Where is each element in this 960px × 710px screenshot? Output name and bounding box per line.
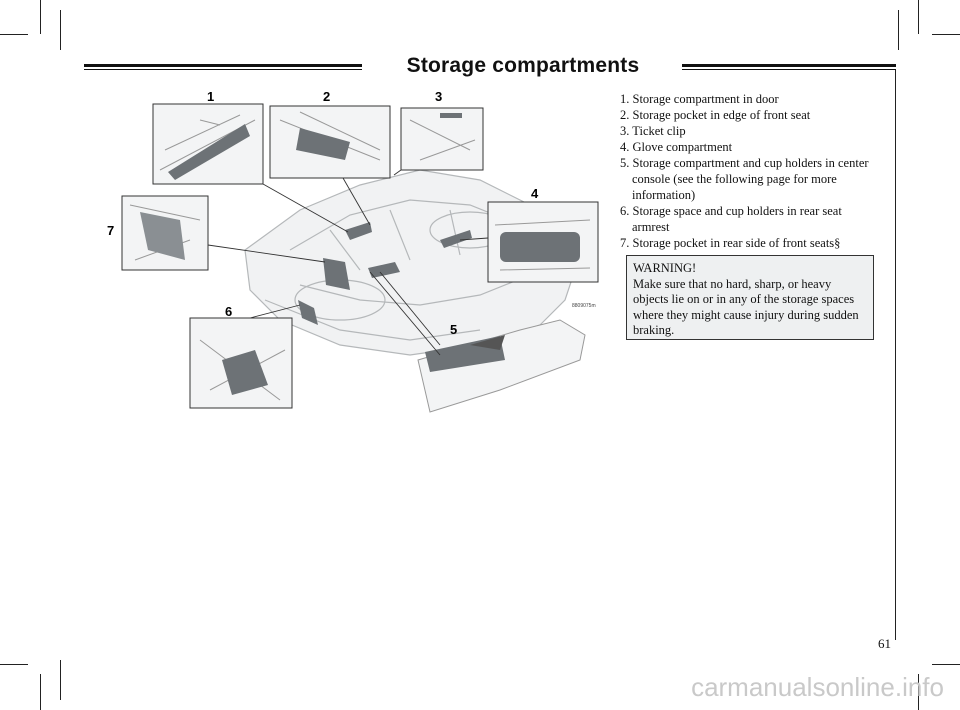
list-item: 4. Glove compartment [620, 140, 733, 154]
list-item: 5. Storage compartment and cup holders i… [620, 156, 869, 202]
list-item: 1. Storage compartment in door [620, 92, 779, 106]
watermark: carmanualsonline.info [691, 672, 944, 702]
figure-code: 8809075m [572, 303, 596, 309]
crop-mark [0, 34, 28, 35]
callout-2: 2 [323, 89, 330, 104]
list-item: 2. Storage pocket in edge of front seat [620, 108, 811, 122]
page-side-rule [895, 70, 896, 640]
list-item: 3. Ticket clip [620, 124, 686, 138]
callout-4: 4 [531, 186, 539, 201]
callout-5: 5 [450, 322, 457, 337]
crop-mark [0, 664, 28, 665]
crop-mark [40, 0, 41, 34]
warning-box: WARNING! Make sure that no hard, sharp, … [626, 255, 874, 340]
compartment-list: 1. Storage compartment in door 2. Storag… [620, 91, 882, 251]
page-number: 61 [878, 636, 891, 651]
header-rule-right [682, 64, 896, 70]
callout-1: 1 [207, 89, 214, 104]
crop-mark [918, 0, 919, 34]
list-item: 6. Storage space and cup holders in rear… [620, 204, 842, 234]
callout-3: 3 [435, 89, 442, 104]
page-title: Storage compartments [406, 54, 640, 77]
crop-mark [918, 674, 919, 710]
warning-text: Make sure that no hard, sharp, or heavy … [633, 276, 859, 338]
crop-mark [60, 660, 61, 700]
crop-mark [898, 10, 899, 50]
callout-6: 6 [225, 304, 232, 319]
callout-7: 7 [107, 223, 114, 238]
page-header: Storage compartments [84, 54, 896, 82]
header-rule-left [84, 64, 362, 70]
list-item: 7. Storage pocket in rear side of front … [620, 236, 841, 250]
crop-mark [60, 10, 61, 50]
crop-mark [932, 664, 960, 665]
crop-mark [932, 34, 960, 35]
warning-title: WARNING! [633, 261, 697, 275]
crop-mark [40, 674, 41, 710]
